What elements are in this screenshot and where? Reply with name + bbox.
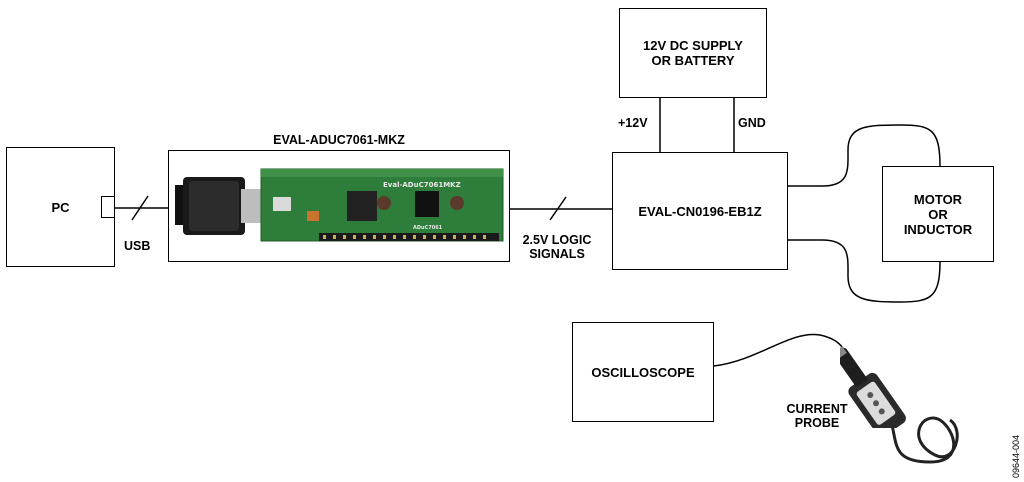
current-probe-label: CURRENT PROBE	[786, 402, 848, 430]
supply-block: 12V DC SUPPLY OR BATTERY	[619, 8, 767, 98]
usb-connector-plug	[175, 185, 185, 225]
pc-label: PC	[51, 199, 70, 215]
plus12v-label: +12V	[618, 116, 648, 130]
motor-lower-wire	[788, 239, 941, 303]
button-right	[450, 196, 464, 210]
eval-board-photo: Eval-ADuC7061MKZ ADuC7061	[175, 168, 504, 242]
cn0196-block: EVAL-CN0196-EB1Z	[612, 152, 788, 270]
motor-upper-wire	[788, 124, 941, 187]
logic-bus-slash	[549, 196, 567, 221]
probe-coiled-cable	[878, 399, 959, 464]
logic-signals-label: 2.5V LOGIC SIGNALS	[522, 233, 592, 261]
chip-left	[347, 191, 377, 221]
button-left	[377, 196, 391, 210]
pcb-chip-text: ADuC7061	[413, 225, 443, 231]
oscilloscope-label: OSCILLOSCOPE	[591, 364, 695, 380]
usb-label: USB	[124, 239, 151, 253]
usb-bus-slash	[131, 195, 149, 221]
figure-number: 09644-004	[1011, 434, 1021, 478]
pcb-silkscreen-text: Eval-ADuC7061MKZ	[383, 181, 461, 189]
current-probe-image	[840, 346, 906, 428]
cn0196-label: EVAL-CN0196-EB1Z	[638, 203, 762, 219]
oscilloscope-block: OSCILLOSCOPE	[572, 322, 714, 422]
probe-cable-to-scope	[713, 333, 853, 367]
motor-label: MOTOR OR INDUCTOR	[903, 191, 973, 237]
chip-main	[415, 191, 439, 217]
supply-label: 12V DC SUPPLY OR BATTERY	[643, 38, 743, 68]
pc-block: PC	[6, 147, 115, 267]
eval-board-title: EVAL-ADUC7061-MKZ	[273, 133, 405, 147]
probe-jaw	[840, 347, 867, 387]
gnd-label: GND	[738, 116, 766, 130]
usb-port	[101, 196, 115, 218]
motor-block: MOTOR OR INDUCTOR	[882, 166, 994, 262]
eval-board-block: Eval-ADuC7061MKZ ADuC7061	[168, 150, 510, 262]
